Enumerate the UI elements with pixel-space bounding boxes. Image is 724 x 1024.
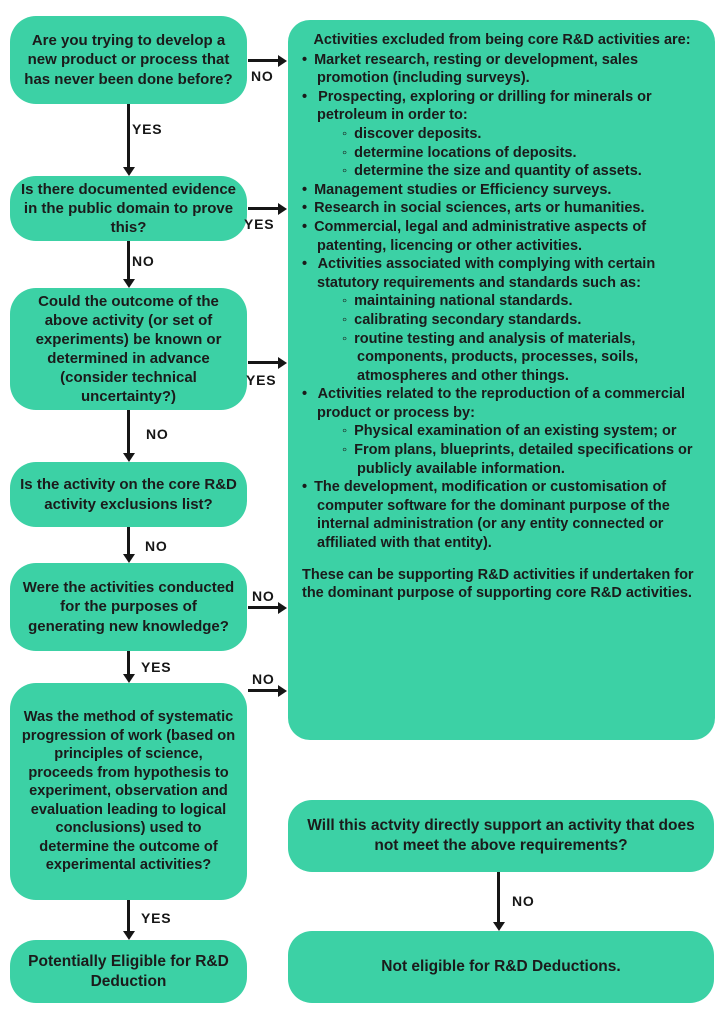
exclusion-sublist: Physical examination of an existing syst… xyxy=(342,422,702,478)
exclusion-sublist: discover deposits. determine locations o… xyxy=(342,125,702,181)
exclusion-subitem: routine testing and analysis of material… xyxy=(342,330,702,386)
question-box-systematic-progression: Was the method of systematic progression… xyxy=(10,683,247,900)
arrow-q2-yes-right xyxy=(248,202,287,215)
label-q5-no: NO xyxy=(252,588,275,604)
exclusion-subitem: maintaining national standards. xyxy=(342,292,702,311)
arrow-q3-to-q4 xyxy=(122,410,135,462)
label-q2-no: NO xyxy=(132,253,155,269)
question-box-directly-support: Will this actvity directly support an ac… xyxy=(288,800,714,872)
result-text: Potentially Eligible for R&D Deduction xyxy=(28,952,229,990)
exclusion-item: Activities related to the reproduction o… xyxy=(302,385,702,478)
exclusion-subitem: discover deposits. xyxy=(342,125,702,144)
exclusion-subitem: calibrating secondary standards. xyxy=(342,311,702,330)
label-q4-no: NO xyxy=(145,538,168,554)
label-q3-no: NO xyxy=(146,426,169,442)
exclusion-subitem: From plans, blueprints, detailed specifi… xyxy=(342,441,702,478)
question-text: Was the method of systematic progression… xyxy=(21,709,236,874)
exclusion-item-text: Activities associated with complying wit… xyxy=(317,256,656,291)
label-q2-yes: YES xyxy=(244,216,275,232)
exclusion-item: Market research, resting or development,… xyxy=(302,51,702,88)
arrow-q6-to-result xyxy=(122,900,135,940)
exclusions-title: Activities excluded from being core R&D … xyxy=(313,32,691,48)
exclusions-list-box: Activities excluded from being core R&D … xyxy=(288,20,715,740)
exclusion-subitem: Physical examination of an existing syst… xyxy=(342,422,702,441)
label-q3-yes: YES xyxy=(246,372,277,388)
arrow-q5-no-right xyxy=(248,601,287,614)
exclusion-item: Management studies or Efficiency surveys… xyxy=(302,181,702,200)
question-text: Will this actvity directly support an ac… xyxy=(307,817,695,854)
exclusions-list: Market research, resting or development,… xyxy=(302,51,702,553)
exclusion-item: Prospecting, exploring or drilling for m… xyxy=(302,88,702,181)
arrow-support-to-noteligible xyxy=(492,872,505,931)
label-support-no: NO xyxy=(512,893,535,909)
exclusion-subitem: determine the size and quantity of asset… xyxy=(342,162,702,181)
question-text: Is the activity on the core R&D activity… xyxy=(20,476,237,513)
question-box-documented-evidence: Is there documented evidence in the publ… xyxy=(10,176,247,241)
exclusion-item-text: Activities related to the reproduction o… xyxy=(317,386,685,421)
arrow-q5-to-q6 xyxy=(122,651,135,683)
question-box-new-product: Are you trying to develop a new product … xyxy=(10,16,247,104)
label-q5-yes: YES xyxy=(141,659,172,675)
exclusion-item-text: Prospecting, exploring or drilling for m… xyxy=(317,88,652,124)
question-text: Could the outcome of the above activity … xyxy=(35,292,222,406)
supporting-activities-note: These can be supporting R&D activities i… xyxy=(302,566,694,602)
exclusion-item: Research in social sciences, arts or hum… xyxy=(302,199,702,218)
label-q6-yes: YES xyxy=(141,910,172,926)
result-text: Not eligible for R&D Deductions. xyxy=(381,958,621,976)
exclusion-item: Commercial, legal and administrative asp… xyxy=(302,218,702,255)
arrow-q1-to-q2 xyxy=(122,104,135,176)
question-text: Are you trying to develop a new product … xyxy=(24,32,233,88)
exclusion-item: Activities associated with complying wit… xyxy=(302,255,702,385)
exclusion-sublist: maintaining national standards. calibrat… xyxy=(342,292,702,385)
label-q1-yes: YES xyxy=(132,121,163,137)
exclusion-subitem: determine locations of deposits. xyxy=(342,144,702,163)
question-box-exclusions-list: Is the activity on the core R&D activity… xyxy=(10,462,247,527)
result-box-potentially-eligible: Potentially Eligible for R&D Deduction xyxy=(10,940,247,1003)
question-text: Were the activities conducted for the pu… xyxy=(22,579,235,635)
label-q1-no: NO xyxy=(251,68,274,84)
arrow-q3-yes-right xyxy=(248,356,287,369)
label-q6-no: NO xyxy=(252,671,275,687)
question-box-outcome-known: Could the outcome of the above activity … xyxy=(10,288,247,410)
question-text: Is there documented evidence in the publ… xyxy=(20,180,237,237)
arrow-q6-no-right xyxy=(248,684,287,697)
question-box-new-knowledge: Were the activities conducted for the pu… xyxy=(10,563,247,651)
exclusion-item: The development, modification or customi… xyxy=(302,478,702,552)
arrow-q2-to-q3 xyxy=(122,241,135,288)
arrow-q1-no-right xyxy=(248,54,287,67)
result-box-not-eligible: Not eligible for R&D Deductions. xyxy=(288,931,714,1003)
arrow-q4-to-q5 xyxy=(122,527,135,563)
